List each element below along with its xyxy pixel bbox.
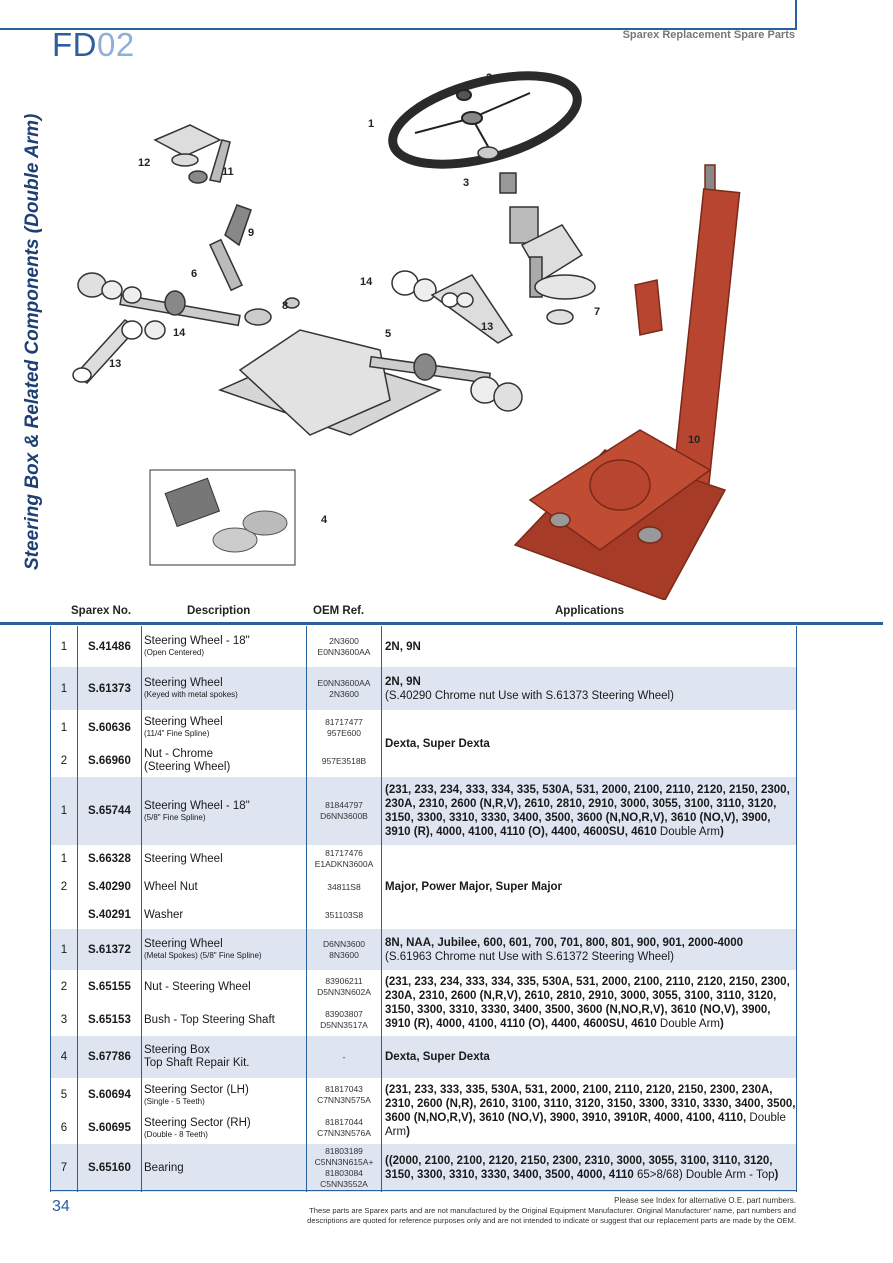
table-row: 5 S.60694 Steering Sector (LH)(Single - … <box>50 1078 797 1144</box>
callout-10: 10 <box>688 434 701 446</box>
callout-2: 2 <box>486 72 493 84</box>
page-number: 34 <box>52 1198 70 1215</box>
header-rule-vertical <box>795 0 797 30</box>
inset-kit-box <box>149 469 296 566</box>
footer-note: Please see Index for alternative O.E. pa… <box>307 1196 796 1225</box>
table-row: 6 S.60695 Steering Sector (RH)(Double - … <box>50 1112 797 1144</box>
table-row: 1 S.65744 Steering Wheel - 18"(5/8" Fine… <box>50 777 797 845</box>
sector-shaft-right <box>369 270 523 412</box>
table-row: 1 S.61373 Steering Wheel(Keyed with meta… <box>50 667 797 710</box>
table-bottom-rule <box>50 1190 797 1191</box>
brand-label: Sparex Replacement Spare Parts <box>622 29 795 41</box>
table-row: 1 S.41486 Steering Wheel - 18"(Open Cent… <box>50 626 797 667</box>
steering-box-assembly-red <box>513 164 741 600</box>
col-header-description: Description <box>187 605 251 617</box>
steering-box-housing <box>217 297 443 436</box>
col-header-sparex: Sparex No. <box>71 605 132 617</box>
callout-4: 4 <box>321 514 328 526</box>
table-row: S.40291 Washer 351103S8 <box>50 901 797 929</box>
section-title: Steering Box & Related Components (Doubl… <box>22 113 43 570</box>
callout-13-left: 13 <box>109 358 122 370</box>
callout-6: 6 <box>191 268 198 280</box>
parts-table: 1 S.41486 Steering Wheel - 18"(Open Cent… <box>50 626 797 1192</box>
callout-8: 8 <box>282 300 289 312</box>
worm-shaft <box>153 124 252 292</box>
callout-9: 9 <box>248 227 255 239</box>
header-rule <box>0 28 797 30</box>
callout-7: 7 <box>594 306 601 318</box>
callout-12: 12 <box>138 157 151 169</box>
callout-14-left: 14 <box>173 327 186 339</box>
callout-5: 5 <box>385 328 392 340</box>
callout-14-right: 14 <box>360 276 373 288</box>
callout-1: 1 <box>368 118 375 130</box>
col-header-oem: OEM Ref. <box>313 605 365 617</box>
callout-3: 3 <box>463 177 470 189</box>
callout-13-right: 13 <box>481 321 494 333</box>
table-row: 2 S.40290 Wheel Nut 34811S8 <box>50 873 797 901</box>
steering-column-parts <box>477 146 596 325</box>
header-divider <box>0 622 883 625</box>
sector-shaft-left <box>72 272 241 384</box>
exploded-parts-diagram <box>72 71 741 600</box>
section-code: FD02 <box>52 26 135 63</box>
table-row: 2 S.66960 Nut - Chrome(Steering Wheel) 9… <box>50 745 797 777</box>
steering-wheel-illustration <box>388 71 582 169</box>
table-row: 1 S.60636 Steering Wheel(11/4" Fine Spli… <box>50 710 797 777</box>
col-header-applications: Applications <box>555 605 625 617</box>
callout-11: 11 <box>222 166 234 178</box>
table-row: 1 S.61372 Steering Wheel(Metal Spokes) (… <box>50 929 797 970</box>
table-row: 3 S.65153 Bush - Top Steering Shaft 8390… <box>50 1004 797 1036</box>
